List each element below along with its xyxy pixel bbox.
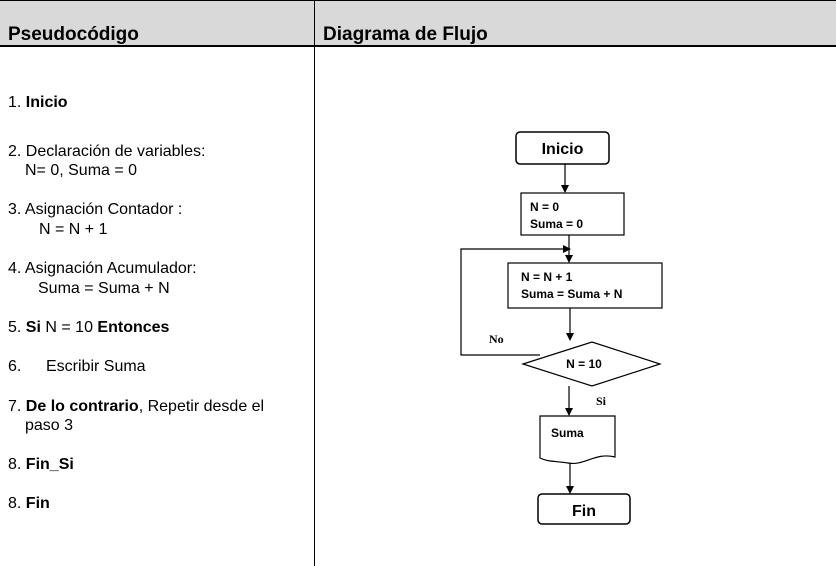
step-2-detail: N= 0, Suma = 0 xyxy=(25,162,138,179)
decision-label: N = 10 xyxy=(566,357,602,371)
step-8b-keyword: Fin xyxy=(25,495,50,512)
init-line-2: Suma = 0 xyxy=(530,217,583,231)
step-8a-number: 8. xyxy=(8,456,22,473)
start-terminal xyxy=(515,131,610,165)
table-top-border xyxy=(0,0,836,1)
end-terminal xyxy=(537,493,631,525)
step-1: 1. Inicio xyxy=(8,93,68,112)
step-7-keyword: De lo contrario xyxy=(25,398,139,415)
step-2: 2. Declaración de variables: xyxy=(8,143,206,160)
step-1-keyword: Inicio xyxy=(25,94,68,111)
yes-label: Si xyxy=(596,394,607,408)
step-8-fin-si: 8. Fin_Si xyxy=(8,455,74,474)
step-7-number: 7. xyxy=(8,398,22,415)
step-5-keyword-si: Si xyxy=(25,319,41,336)
step-4: 4. Asignación Acumulador: xyxy=(8,260,197,277)
step-8b-number: 8. xyxy=(8,495,22,512)
process-line-2: Suma = Suma + N xyxy=(521,287,622,301)
pseudocode-header: Pseudocódigo xyxy=(8,24,139,45)
no-label: No xyxy=(489,332,504,346)
step-5-condition: N = 10 xyxy=(45,319,93,336)
step-7-text: , Repetir desde el xyxy=(138,398,265,415)
table-header: Pseudocódigo Diagrama de Flujo xyxy=(0,1,836,47)
step-6: 6. Escribir Suma xyxy=(8,357,146,376)
end-label: Fin xyxy=(572,503,596,520)
process-line-1: N = N + 1 xyxy=(521,270,573,284)
step-6-number: 6. xyxy=(8,358,22,375)
loop-process xyxy=(507,262,663,309)
step-7-detail: paso 3 xyxy=(25,417,74,434)
flowchart-header: Diagrama de Flujo xyxy=(323,24,488,45)
step-4-detail: Suma = Suma + N xyxy=(38,280,170,297)
step-3: 3. Asignación Contador : xyxy=(8,201,183,218)
decision-diamond xyxy=(521,341,662,387)
step-5-keyword-entonces: Entonces xyxy=(97,319,170,336)
start-label: Inicio xyxy=(542,141,584,158)
step-7: 7. De lo contrario, Repetir desde el xyxy=(8,397,264,416)
step-8-fin: 8. Fin xyxy=(8,494,50,513)
output-label: Suma xyxy=(551,426,584,440)
arrow-no-loop xyxy=(460,245,571,356)
init-line-1: N = 0 xyxy=(530,200,559,214)
init-process xyxy=(520,192,625,236)
step-1-number: 1. xyxy=(8,94,22,111)
step-3-detail: N = N + 1 xyxy=(39,221,108,238)
step-6-text: Escribir Suma xyxy=(46,358,146,375)
step-8a-keyword: Fin_Si xyxy=(25,456,74,473)
column-divider xyxy=(314,0,315,566)
step-5-number: 5. xyxy=(8,319,22,336)
step-5: 5. Si N = 10 Entonces xyxy=(8,318,169,337)
output-document xyxy=(539,415,616,464)
